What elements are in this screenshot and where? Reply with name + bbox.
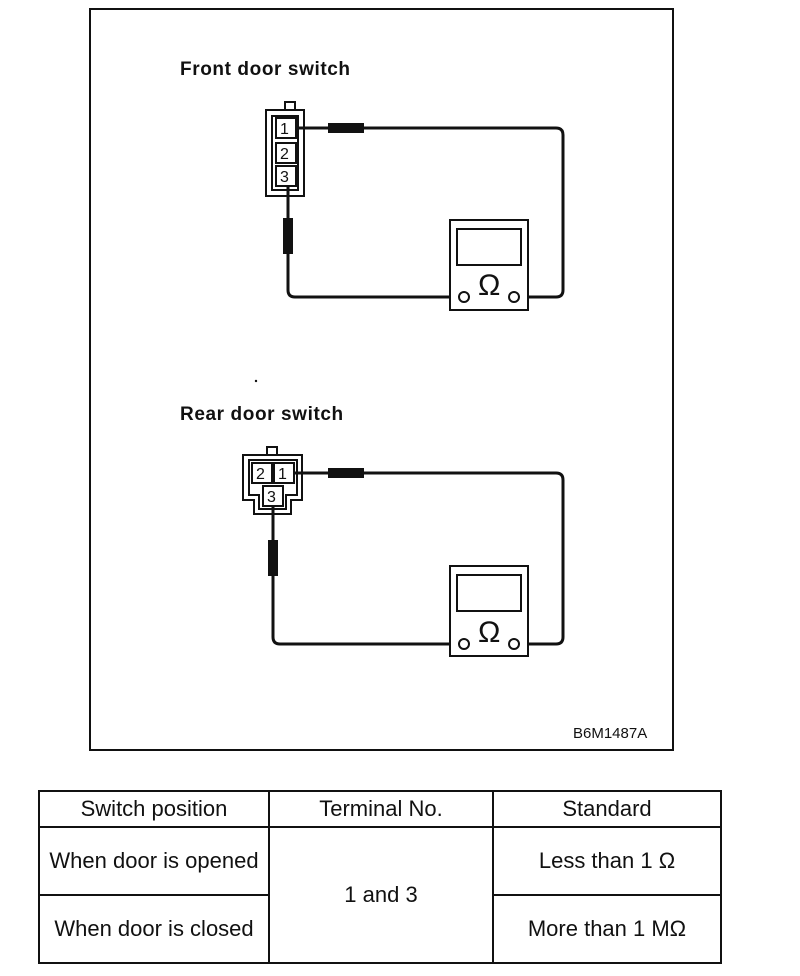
rear-pin-3-label: 3 — [267, 489, 276, 506]
diagram-frame — [89, 8, 674, 751]
rear-meter-terminal-left — [458, 638, 470, 650]
front-meter-display — [456, 228, 522, 266]
rear-meter-terminal-right — [508, 638, 520, 650]
front-pin-3-label: 3 — [280, 169, 289, 186]
cell-terminal: 1 and 3 — [268, 826, 494, 964]
front-pin-2-label: 2 — [280, 146, 289, 163]
rear-meter-display — [456, 574, 522, 612]
spec-table: Switch position Terminal No. Standard Wh… — [38, 790, 722, 964]
header-standard: Standard — [492, 790, 722, 828]
cell-position-opened: When door is opened — [38, 826, 270, 896]
front-probe-negative — [283, 218, 293, 254]
stray-dot — [254, 379, 258, 383]
table-row: When door is closed More than 1 MΩ — [38, 894, 722, 964]
table-header-row: Switch position Terminal No. Standard — [38, 790, 722, 828]
header-switch-position: Switch position — [38, 790, 270, 828]
rear-door-switch-title: Rear door switch — [180, 404, 344, 425]
front-pin-1-label: 1 — [280, 121, 289, 138]
wiring-diagram: Front door switch 1 2 3 Ω Rear door swit… — [89, 8, 674, 751]
front-meter-terminal-left — [458, 291, 470, 303]
figure-code: B6M1487A — [573, 725, 647, 742]
rear-pin-1-label: 1 — [278, 466, 287, 483]
rear-ohmmeter: Ω — [449, 565, 529, 657]
rear-probe-positive — [328, 468, 364, 478]
table-row: When door is opened 1 and 3 Less than 1 … — [38, 826, 722, 964]
front-pin-3-box — [275, 165, 297, 187]
front-pin-2-box — [275, 142, 297, 164]
front-ohm-symbol: Ω — [478, 269, 500, 302]
cell-standard-opened: Less than 1 Ω — [492, 826, 722, 896]
cell-position-closed: When door is closed — [38, 894, 270, 964]
front-wires — [286, 126, 565, 299]
header-terminal-no: Terminal No. — [268, 790, 494, 828]
cell-standard-closed: More than 1 MΩ — [492, 894, 722, 964]
rear-pin-2-label: 2 — [256, 466, 265, 483]
rear-pin-2-box — [251, 462, 273, 484]
front-meter-terminal-right — [508, 291, 520, 303]
rear-probe-negative — [268, 540, 278, 576]
front-probe-positive — [328, 123, 364, 133]
rear-ohm-symbol: Ω — [478, 616, 500, 649]
rear-wires — [271, 471, 565, 646]
front-door-switch-title: Front door switch — [180, 59, 351, 80]
front-ohmmeter: Ω — [449, 219, 529, 311]
